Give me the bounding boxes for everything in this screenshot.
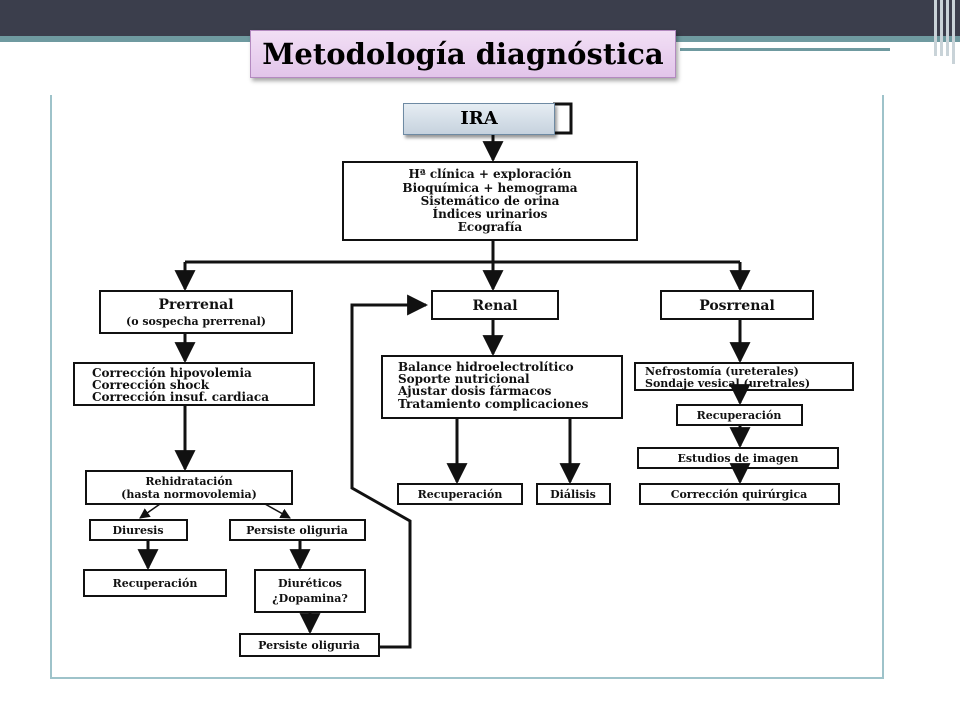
diagnostic-line: Índices urinarios [433,206,548,221]
renal-box [431,290,559,320]
correction-line: Corrección hipovolemia [92,366,252,380]
rehydration-line: Rehidratación [145,475,232,488]
persiste-box-1 [229,519,366,541]
flow-connectors [137,133,751,649]
dialysis-label: Diálisis [550,488,596,501]
prerrenal-recovery-label: Recuperación [113,577,198,590]
diagnostic-line: Hª clínica + exploración [409,167,572,181]
renal-treatment-box [381,355,623,419]
diagnostic-line: Ecografía [458,220,523,234]
renal-treatment-line: Balance hidroelectrolítico [398,360,574,374]
diagnostic-line: Bioquímica + hemograma [402,181,577,195]
renal-treatment-line: Ajustar dosis fármacos [397,384,552,398]
accent-line-short [680,48,890,51]
diuretics-line: ¿Dopamina? [272,592,348,605]
ira-start-box: IRA [403,103,555,135]
persiste-label-2: Persiste oliguria [258,639,360,652]
correction-line: Corrección insuf. cardiaca [92,390,269,404]
prerrenal-box [99,290,293,334]
rehydration-line: (hasta normovolemia) [121,488,257,501]
diagram-frame [50,95,884,679]
corner-decoration [940,0,943,56]
posrrenal-title: Posrrenal [699,298,775,314]
diuresis-label: Diuresis [112,524,163,537]
bracket-mark [553,102,573,135]
renal-treatment-line: Tratamiento complicaciones [398,397,589,411]
prerrenal-subtitle: (o sospecha prerrenal) [126,315,266,328]
surgical-correction-label: Corrección quirúrgica [671,488,808,501]
correction-line: Corrección shock [92,378,210,392]
slide-title: Metodología diagnóstica [250,30,676,78]
diagnostic-line: Sistemático de orina [421,194,560,208]
renal-recovery-label: Recuperación [418,488,503,501]
diuresis-box [89,519,188,541]
corner-decoration [952,0,955,64]
renal-title: Renal [472,298,517,314]
corner-decoration [946,0,949,56]
posrrenal-procedure-line: Nefrostomía (ureterales) [645,365,799,378]
corner-decoration [934,0,937,56]
prerrenal-title: Prerrenal [158,297,233,313]
branch-connectors [139,503,291,519]
correction-box [73,362,315,406]
posrrenal-procedure-line: Sondaje vesical (uretrales) [645,377,810,390]
renal-treatment-line: Soporte nutricional [398,372,530,386]
imaging-label: Estudios de imagen [677,452,798,465]
diuretics-line: Diuréticos [278,577,342,590]
persiste-label-1: Persiste oliguria [246,524,348,537]
diagnostic-box [342,161,638,241]
posrrenal-box [660,290,814,320]
prerrenal-recovery-box [83,569,227,597]
posrrenal-recovery-label: Recuperación [697,409,782,422]
